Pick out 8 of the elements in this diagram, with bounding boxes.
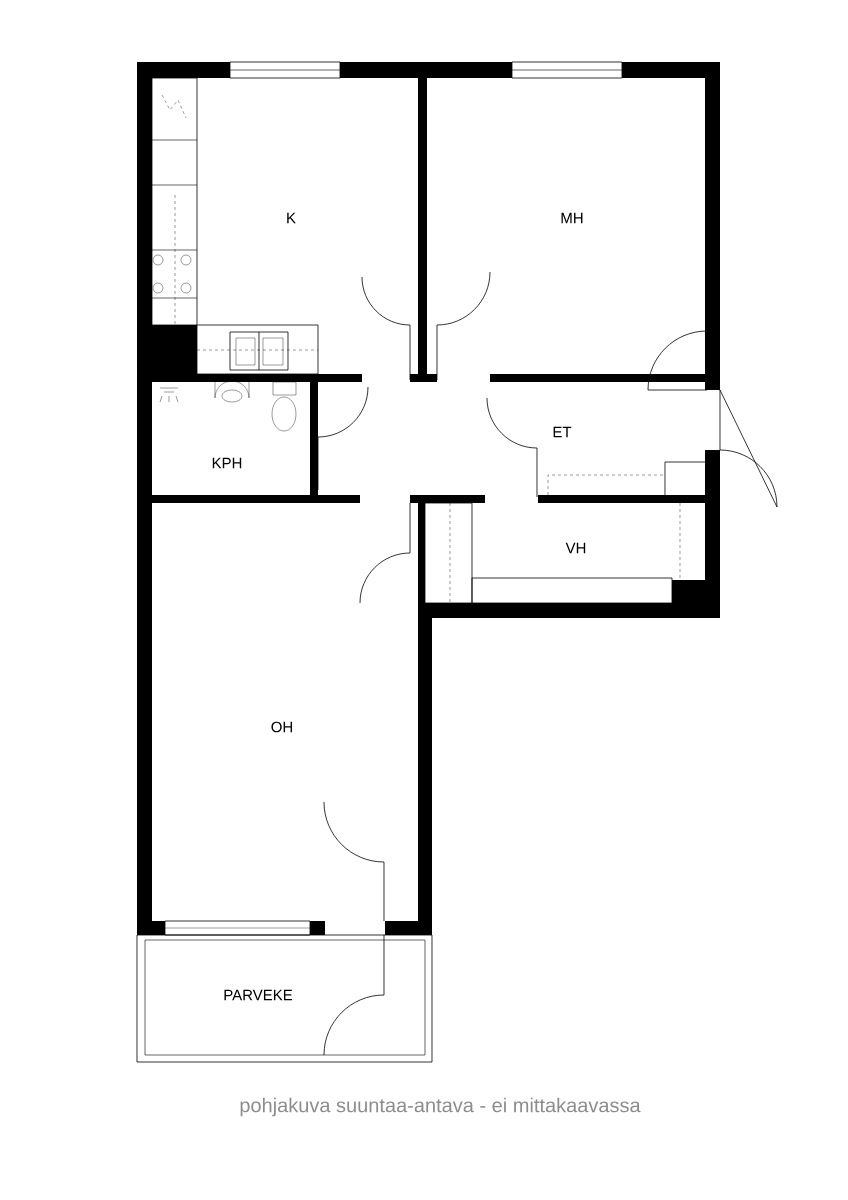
room-label: VH	[565, 542, 586, 554]
room-label: ET	[553, 426, 572, 438]
room-label: KPH	[212, 457, 242, 469]
room-label: PARVEKE	[224, 989, 293, 1001]
room-label: OH	[271, 721, 292, 733]
room-label: K	[287, 212, 296, 224]
room-label: MH	[561, 212, 583, 224]
note-text: pohjakuva suuntaa-antava - ei mittakaavassa	[240, 1097, 641, 1117]
